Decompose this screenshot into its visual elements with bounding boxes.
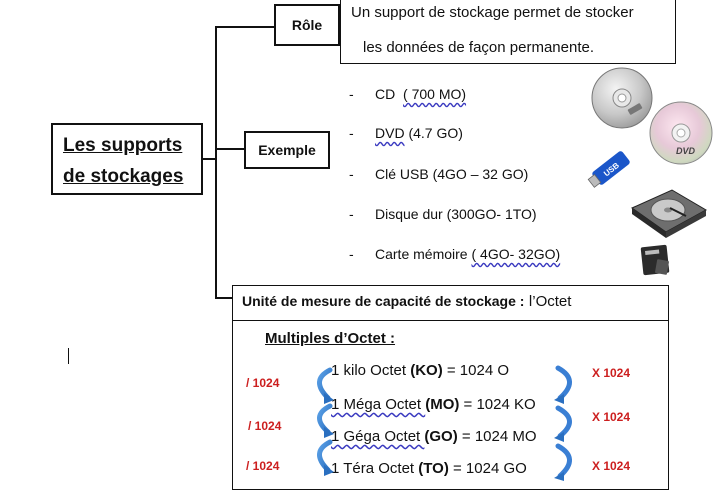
connector-vertical <box>215 26 217 298</box>
conversion-row-ko: 1 kilo Octet (KO) = 1024 O <box>331 362 510 379</box>
right-arrow-1 <box>555 365 572 401</box>
example-item-hdd: -Disque dur (300GO- 1TO) <box>349 206 537 222</box>
exemple-label-box: Exemple <box>244 131 330 169</box>
multiply-label-2: X 1024 <box>592 410 631 424</box>
unite-label: Unité de mesure de capacité de stockage … <box>242 293 525 309</box>
main-title-line2: de stockages <box>63 166 184 187</box>
unite-box: Unité de mesure de capacité de stockage … <box>232 285 669 321</box>
conversion-row-mo: 1 Méga Octet (MO) = 1024 KO <box>331 396 536 413</box>
role-text-line1: Un support de stockage permet de stocker <box>351 4 634 21</box>
role-text-box: Un support de stockage permet de stocker… <box>340 0 676 64</box>
main-title-line1: Les supports <box>63 135 183 156</box>
example-item-dvd: -DVD (4.7 GO) <box>349 125 463 141</box>
memory-card-image <box>640 244 670 276</box>
conversion-row-go: 1 Géga Octet (GO) = 1024 MO <box>331 428 537 445</box>
connector-main-right <box>202 158 216 160</box>
multiples-title: Multiples d’Octet : <box>265 330 396 347</box>
hard-drive-image <box>630 189 708 238</box>
example-item-cd: -CD ( 700 MO) <box>349 86 467 102</box>
dvd-image: DVD <box>649 101 713 165</box>
exemple-label: Exemple <box>258 142 316 158</box>
connector-to-unite <box>215 297 234 299</box>
conversion-row-to: 1 Téra Octet (TO) = 1024 GO <box>331 460 527 477</box>
example-item-usb: -Clé USB (4GO – 32 GO) <box>349 166 529 182</box>
unite-value: l’Octet <box>528 293 572 310</box>
divide-label-1: / 1024 <box>246 376 280 390</box>
role-label-box: Rôle <box>274 4 340 46</box>
right-arrow-3 <box>555 443 572 479</box>
main-topic-box: Les supports de stockages <box>51 123 203 195</box>
divide-label-2: / 1024 <box>248 419 282 433</box>
example-item-memory-card: -Carte mémoire ( 4GO- 32GO) <box>349 246 561 262</box>
multiply-label-1: X 1024 <box>592 366 631 380</box>
multiply-label-3: X 1024 <box>592 459 631 473</box>
right-arrows <box>554 365 572 481</box>
left-arrows <box>317 367 334 476</box>
usb-image: USB <box>587 151 630 188</box>
role-label: Rôle <box>291 17 323 33</box>
connector-to-role <box>215 26 275 28</box>
cd-image <box>591 67 653 129</box>
dvd-logo-text: DVD <box>676 146 696 156</box>
multiples-box <box>232 320 669 490</box>
text-cursor <box>68 348 69 364</box>
right-arrow-2 <box>555 405 572 439</box>
connector-to-exemple <box>215 148 245 150</box>
divide-label-3: / 1024 <box>246 459 280 473</box>
role-text-line2: les données de façon permanente. <box>363 39 594 56</box>
